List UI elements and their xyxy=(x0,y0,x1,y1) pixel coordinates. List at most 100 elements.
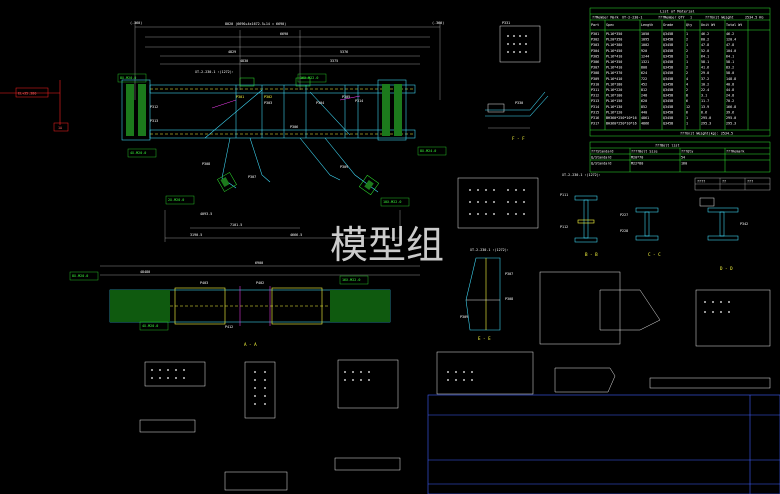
ml-col-3: Grade xyxy=(663,23,673,27)
ml-cell: 295.3 xyxy=(701,122,711,126)
ml-cell: 2 xyxy=(686,66,688,70)
ml-cell: 8 xyxy=(686,94,688,98)
ml-cell: 46.2 xyxy=(701,32,709,36)
ml-cell: Q345B xyxy=(663,66,673,70)
bolt-holes xyxy=(151,35,730,405)
part-p308: P308 xyxy=(202,162,210,166)
ml-cell: 6.6 xyxy=(701,110,707,114)
ml-cell: P307 xyxy=(591,66,599,70)
title-block xyxy=(427,394,780,494)
ml-header-1: XT-2-230-1 xyxy=(622,16,642,20)
bolt-column-headers: ???Standard????Bolt Size???Qty???Remark xyxy=(591,150,744,154)
ml-cell: 1 xyxy=(686,116,688,120)
ml-cell: Q345B xyxy=(663,32,673,36)
dim-7101: 7101.5 xyxy=(230,223,242,227)
callout-5: 2X-M20.0 xyxy=(168,198,184,202)
section-e-e: XT-2-230-1 :(1272): P307 P308 P309 E - E xyxy=(460,248,513,341)
callout-1: 8X-M20.0 xyxy=(120,76,136,80)
ml-header-5: 2534.5 KG xyxy=(745,16,763,20)
ml-cell: 2 xyxy=(686,71,688,75)
bolt-col-3: ???Remark xyxy=(726,150,744,154)
ml-cell: 10.2 xyxy=(701,82,709,86)
material-list-table: List of Material ??Member Mark XT-2-230-… xyxy=(589,7,771,137)
ml-cell: 11.7 xyxy=(701,99,709,103)
ml-cell: P310 xyxy=(591,82,599,86)
sec-a-part-3: P412 xyxy=(225,325,233,329)
sec-a-part-2: P402 xyxy=(256,281,264,285)
ml-cell: 1002 xyxy=(641,43,649,47)
ml-cell: P316 xyxy=(591,116,599,120)
ml-cell: 166.8 xyxy=(726,105,736,109)
ml-cell: 47.8 xyxy=(726,43,734,47)
top-dim-main: 6690 xyxy=(280,32,288,36)
ml-cell: Q345B xyxy=(663,105,673,109)
ml-cell: Q345B xyxy=(663,94,673,98)
ml-cell: PL16*450 xyxy=(606,49,622,53)
ml-cell: 4 xyxy=(686,77,688,81)
ml-cell: P313 xyxy=(591,99,599,103)
ml-cell: 440 xyxy=(641,110,647,114)
ml-cell: PL16*120 xyxy=(606,110,622,114)
top-dimension-chain: (-360) (-360) 8020 (6690+4x1672.5+14 = 6… xyxy=(130,21,444,100)
part-p314: P314 xyxy=(355,99,363,103)
ml-cell: 6 xyxy=(686,99,688,103)
ml-cell: P302 xyxy=(591,38,599,42)
ml-cell: 4861 xyxy=(641,116,649,120)
ml-cell: 70.2 xyxy=(726,99,734,103)
bolt-col-0: ???Standard xyxy=(591,150,613,154)
sec-a-callout-left: 8X-M20.0 xyxy=(72,274,88,278)
section-f-f: P330 F - F xyxy=(485,91,549,141)
sec-f-part-1: P330 xyxy=(515,101,523,105)
part-p312: P312 xyxy=(150,105,158,109)
ml-cell: P308 xyxy=(591,71,599,75)
ml-cell: 148.8 xyxy=(726,77,736,81)
ml-cell: Q345B xyxy=(663,122,673,126)
ml-cell: 1050 xyxy=(641,32,649,36)
plate-details: P331 xyxy=(139,21,771,491)
sec-c-part-2: P228 xyxy=(620,229,628,233)
ml-cell: 295.0 xyxy=(701,116,711,120)
ml-cell: 58.1 xyxy=(726,60,734,64)
elevation-marker: EL+35.380 1A xyxy=(0,80,69,132)
section-a-label: A - A xyxy=(244,342,257,347)
ml-cell: 3.1 xyxy=(701,94,707,98)
ml-cell: 808 xyxy=(641,66,647,70)
section-f-label: F - F xyxy=(512,136,525,141)
elevation-label: EL+35.380 xyxy=(18,92,36,96)
part-p313: P313 xyxy=(150,119,158,123)
sec-d-part-1: P342 xyxy=(740,222,748,226)
callout-3: 4X-M20.0 xyxy=(130,151,146,155)
sec-a-part-1: P403 xyxy=(200,281,208,285)
ml-cell: P315 xyxy=(591,110,599,114)
ml-cell: 812 xyxy=(641,88,647,92)
ml-cell: P301 xyxy=(591,32,599,36)
ml-cell: Q345B xyxy=(663,116,673,120)
ml-cell: Q345B xyxy=(663,110,673,114)
ml-cell: 452 xyxy=(641,82,647,86)
dim-4830: 4830 xyxy=(240,59,248,63)
end-plate-bolts-left xyxy=(126,84,146,136)
part-p301: P301 xyxy=(236,95,244,99)
top-dim-right: (-360) xyxy=(432,21,444,25)
ml-cell: Q345B xyxy=(663,82,673,86)
ml-cell: Q345B xyxy=(663,99,673,103)
ml-cell: 29.0 xyxy=(701,71,709,75)
ml-cell: P306 xyxy=(591,60,599,64)
ml-cell: P305 xyxy=(591,54,599,58)
ml-col-2: Length xyxy=(641,23,653,27)
ml-cell: P312 xyxy=(591,94,599,98)
ml-cell: 2 xyxy=(686,38,688,42)
sec-b-part-1: P111 xyxy=(560,193,568,197)
ml-cell: PL16*350 xyxy=(606,60,622,64)
ml-cell: PL16*180 xyxy=(606,82,622,86)
part-p309: P309 xyxy=(340,165,348,169)
small-table-col-0: ???? xyxy=(697,180,705,184)
ml-cell: PL16*100 xyxy=(606,94,622,98)
ml-cell: 13.9 xyxy=(701,105,709,109)
ml-cell: P304 xyxy=(591,49,599,53)
dim-4666: 4666.5 xyxy=(290,233,302,237)
ml-cell: PL20*350 xyxy=(606,38,622,42)
ml-cell: Q345B xyxy=(663,60,673,64)
sec-e-part-3: P309 xyxy=(460,315,468,319)
